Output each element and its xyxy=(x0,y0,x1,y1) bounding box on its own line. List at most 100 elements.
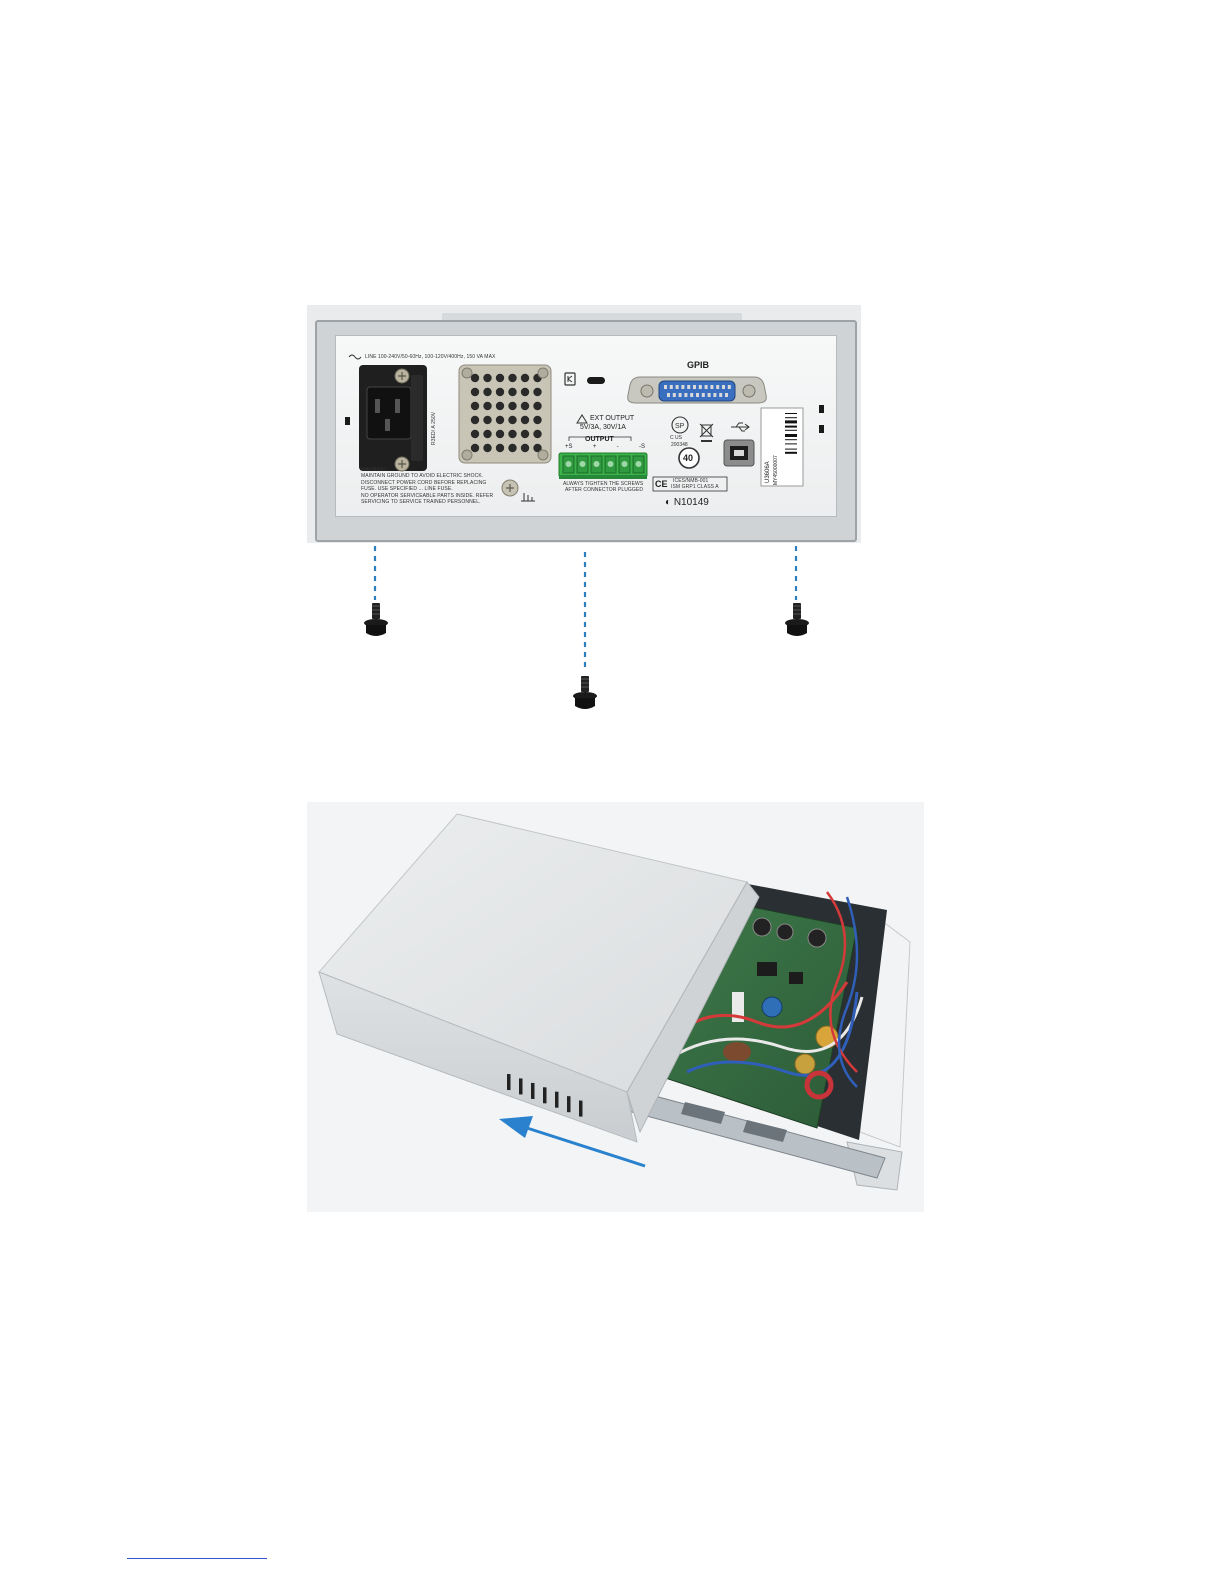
warning-line: WARNING: xyxy=(361,467,388,473)
grille-hole xyxy=(483,443,492,453)
barcode-bar xyxy=(785,439,797,441)
chassis-ground-icon xyxy=(501,479,535,502)
grille-hole xyxy=(495,401,505,411)
gpib-pin xyxy=(681,385,685,389)
gpib-pin xyxy=(704,385,708,389)
instrument-cover xyxy=(318,813,760,1143)
grille-hole xyxy=(520,443,530,453)
forty-badge-text: 40 xyxy=(683,453,694,463)
gpib-pin xyxy=(690,393,694,397)
grille-hole xyxy=(495,443,505,453)
vent-slot xyxy=(567,1096,571,1113)
vent-slot xyxy=(507,1073,511,1091)
grille-hole xyxy=(533,415,542,425)
cover-removal-artwork xyxy=(318,813,911,1191)
grille-hole xyxy=(470,429,480,439)
model-label: U3606A xyxy=(765,461,771,483)
vent-slot xyxy=(579,1100,583,1117)
weee-bin-icon xyxy=(699,423,714,442)
grille-hole xyxy=(470,443,480,453)
gpib-pin xyxy=(693,385,696,389)
cover-removal-photo xyxy=(307,802,924,1212)
chassis-top-lip xyxy=(442,313,742,321)
output-terminal-labels: +S + - -S xyxy=(565,444,645,450)
fan-grille xyxy=(458,364,552,464)
ctick-mark: ◐ N10149 xyxy=(665,497,709,508)
grille-hole xyxy=(483,401,492,411)
grille-hole xyxy=(520,429,530,439)
gpib-pin xyxy=(722,385,725,389)
grille-hole xyxy=(495,387,505,397)
gpib-pin xyxy=(698,385,702,389)
grille-hole xyxy=(520,401,530,411)
gpib-pin xyxy=(669,385,673,389)
grille-hole xyxy=(508,429,517,439)
csa-mark: SP xyxy=(671,416,689,434)
grille-hole xyxy=(483,387,492,397)
gpib-label: GPIB xyxy=(687,360,710,370)
serial-barcode-label xyxy=(760,407,804,487)
barcode-bar xyxy=(785,425,797,428)
gpib-pin xyxy=(687,385,691,389)
warning-line: SERVICING TO SERVICE TRAINED PERSONNEL. xyxy=(361,499,481,506)
svg-text:SP: SP xyxy=(675,423,685,430)
grille-hole xyxy=(470,373,480,383)
barcode-bar xyxy=(785,429,797,431)
ext-output-rating: 5V/3A, 30V/1A xyxy=(580,424,626,431)
grille-hole xyxy=(470,415,480,425)
warning-line: DISCONNECT POWER CORD BEFORE REPLACING xyxy=(361,479,487,486)
gpib-pin xyxy=(727,385,731,389)
grille-hole xyxy=(495,373,505,383)
slide-direction-arrow-icon xyxy=(499,1116,646,1168)
grille-hole xyxy=(508,443,517,453)
ism-line-1: ICES/NMB-001 xyxy=(673,478,709,484)
terminal-label: -S xyxy=(638,444,645,450)
barcode-bar xyxy=(785,448,797,450)
grille-hole xyxy=(533,401,542,411)
warning-block: WARNING: MAINTAIN GROUND TO AVOID ELECTR… xyxy=(361,467,493,505)
output-terminal-block xyxy=(558,436,648,479)
gpib-pin xyxy=(719,393,723,397)
gpib-pin xyxy=(678,393,682,397)
warning-line: NO OPERATOR SERVICEABLE PARTS INSIDE. RE… xyxy=(361,492,494,499)
grille-hole xyxy=(495,429,505,439)
warning-line: MAINTAIN GROUND TO AVOID ELECTRIC SHOCK. xyxy=(361,473,484,480)
barcode-bar xyxy=(785,443,797,445)
terminal-screw xyxy=(593,461,600,467)
grille-hole xyxy=(520,415,530,425)
gpib-connector xyxy=(627,376,767,404)
gpib-pin xyxy=(725,393,728,397)
terminal-screw xyxy=(621,461,628,467)
gpib-pin xyxy=(716,385,720,389)
gpib-pin xyxy=(696,393,699,397)
connector-note-2: AFTER CONNECTOR PLUGGED xyxy=(565,487,644,493)
vent-slot xyxy=(519,1078,523,1095)
terminal-screw xyxy=(635,461,642,467)
screw-icon xyxy=(573,676,597,709)
terminal-label: +S xyxy=(565,444,573,450)
vent-slot xyxy=(555,1091,559,1108)
barcode-bar xyxy=(785,434,797,437)
rear-panel-photo: SP LINE 100-240V xyxy=(307,305,861,543)
ext-output-title: EXT OUTPUT xyxy=(590,415,635,422)
barcode-bar xyxy=(785,451,797,454)
gpib-pin xyxy=(675,385,679,389)
grille-hole xyxy=(508,387,517,397)
terminal-screw xyxy=(565,461,572,467)
grille-hole xyxy=(470,387,480,397)
csa-code: C US xyxy=(670,435,682,441)
terminal-screw xyxy=(579,461,586,467)
grille-hole xyxy=(533,429,542,439)
terminal-label: - xyxy=(616,444,619,450)
usb-icon xyxy=(731,422,750,432)
fuse-rating-text: R3ED/ A 250V xyxy=(431,411,437,445)
vent-slot xyxy=(543,1087,547,1104)
gpib-pin xyxy=(710,385,714,389)
grille-hole xyxy=(533,443,542,453)
gpib-pin xyxy=(667,393,670,397)
grille-hole xyxy=(483,415,492,425)
warning-line: FUSE. USE SPECIFIED ... LINE FUSE. xyxy=(361,486,453,493)
barcode-bar xyxy=(785,417,797,419)
gpib-pin xyxy=(664,385,667,389)
gpib-pin xyxy=(707,393,711,397)
